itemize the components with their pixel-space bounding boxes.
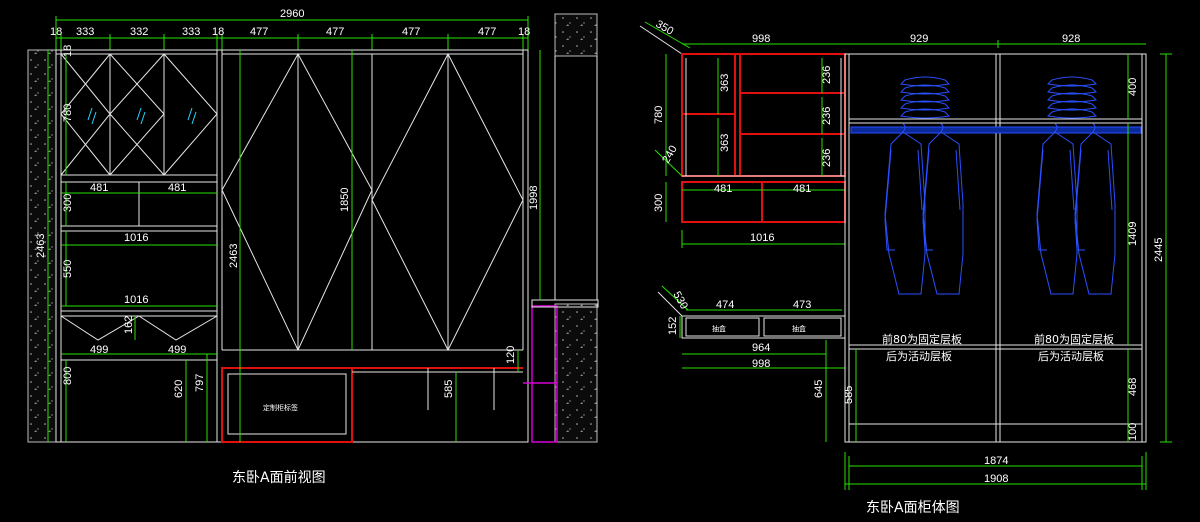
cab-right-width-1: 928 [1062,33,1080,45]
cab-drawer-box-angle: 530 [670,290,690,312]
shelf-width-2: 1016 [124,294,148,306]
overall-width-label: 2960 [280,8,304,20]
right-wall-lower [554,303,598,443]
top-width-0: 18 [50,26,62,38]
cab-desk-width-1: 964 [752,342,770,354]
top-width-7: 477 [402,26,420,38]
cabinet-view-title: 东卧A面柜体图 [866,500,960,516]
lower-797-label: 797 [194,374,206,392]
cab-desk-width-2: 998 [752,358,770,370]
hanging-rod [850,126,1142,134]
left-wall [27,49,57,443]
cab-right-585: 585 [843,386,855,404]
drawer-width-left: 481 [90,182,108,194]
cab-right-top-height: 400 [1127,78,1139,96]
cab-left-angle: 350 [654,18,676,38]
cab-note-0-line2: 后为活动层板 [886,349,952,363]
left-height-label: 2463 [35,234,47,258]
glass-doors [60,53,218,176]
top-dim-ticks [60,34,524,50]
cabinet-view: 350 998 929 928 363 363 236 236 [639,18,1172,516]
cab-right-base-height: 100 [1127,423,1139,441]
lower-width-left: 499 [90,344,108,356]
cab-drawer-box-width-1: 473 [793,299,811,311]
cab-left-drawer-height: 300 [653,194,665,212]
drawer-width-right: 481 [168,182,186,194]
cab-shelf-height-1: 236 [821,107,833,125]
top-width-8: 477 [478,26,496,38]
cab-left-upper-width: 998 [752,33,770,45]
lower-620-label: 620 [173,380,185,398]
cab-right-hang-height: 1409 [1127,222,1139,246]
right-height-label: 1998 [528,186,540,210]
open-height-label: 550 [62,260,74,278]
cab-drawer-box-label-1: 抽盒 [792,324,806,333]
lower-width-right: 499 [168,344,186,356]
cab-total-height: 2445 [1153,238,1165,262]
cab-shelf-height-0: 236 [821,66,833,84]
top-width-6: 477 [326,26,344,38]
cab-right-width-0: 929 [910,33,928,45]
folded-clothes-icon [899,76,1098,119]
cab-left-drawer-width-0: 481 [714,183,732,195]
cab-note-1-line1: 前80为固定层板 [1034,332,1114,346]
top-width-9: 18 [518,26,530,38]
bench-585-label: 585 [443,380,455,398]
bench-box [221,367,353,443]
bench-text: 定制柜标签 [263,403,298,412]
cab-inner-height-1: 363 [719,134,731,152]
shelf-width-1: 1016 [124,232,148,244]
cab-right-lower-height: 468 [1127,378,1139,396]
front-view: 2960 18 333 332 333 18 477 477 477 477 1… [27,8,599,486]
cab-note-1-line2: 后为活动层板 [1038,349,1104,363]
bench-120-label: 120 [505,346,517,364]
lower-drawer-height: 162 [123,316,135,334]
top-width-5: 477 [250,26,268,38]
cab-bottom-width-0: 1874 [984,455,1008,467]
upper-glass-height: 780 [62,104,74,122]
center-height-label: 1850 [339,188,351,212]
drawer-height-label: 300 [62,194,74,212]
cab-left-lower-width: 1016 [750,232,774,244]
cab-note-0-line1: 前80为固定层板 [882,332,962,346]
hanging-coat-icon [884,123,1116,295]
cab-drawer-box-width-0: 474 [716,299,734,311]
cab-left-240: 240 [660,144,680,166]
top-width-3: 333 [182,26,200,38]
top-width-2: 332 [130,26,148,38]
top-width-1: 333 [76,26,94,38]
wardrobe-doors [221,52,524,352]
cab-shelf-height-2: 236 [821,149,833,167]
front-view-title: 东卧A面前视图 [232,469,326,486]
upper-top-gap: 18 [62,45,74,57]
top-width-4: 18 [212,26,224,38]
mid-height-label: 2463 [228,244,240,268]
lower-height-label: 800 [62,367,74,385]
cab-left-upper-height: 780 [653,106,665,124]
right-wall-upper [554,13,598,57]
cab-drawer-box-height: 152 [667,317,679,335]
cab-bottom-width-1: 1908 [984,473,1008,485]
cab-drawer-box-label-0: 抽盒 [712,324,726,333]
cab-left-drawer-width-1: 481 [793,183,811,195]
cab-inner-height-0: 363 [719,74,731,92]
cab-desk-height: 645 [813,380,825,398]
right-wardrobe [844,53,1147,443]
